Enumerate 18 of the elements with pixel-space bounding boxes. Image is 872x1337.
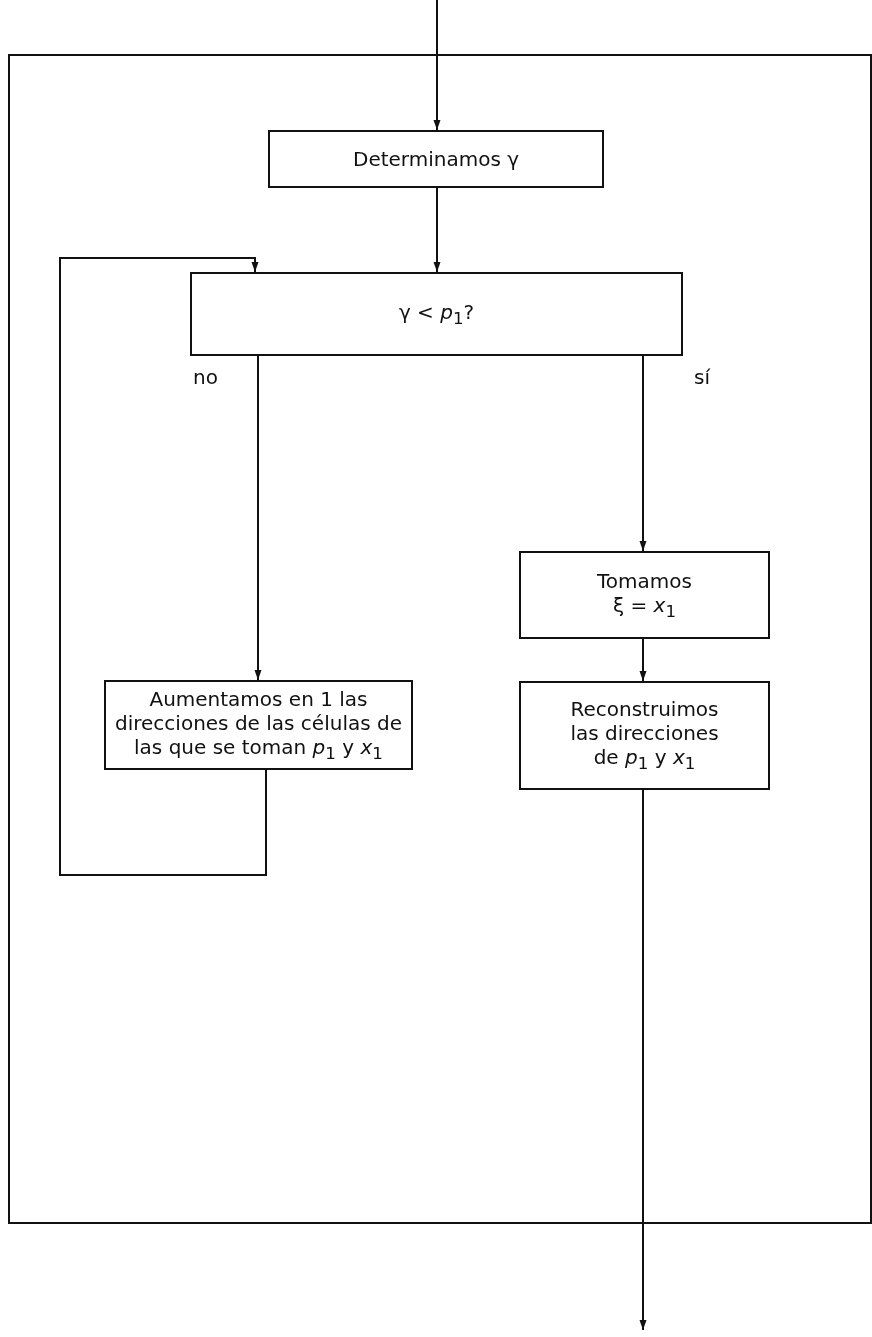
step-text: Tomamos ξ = x$_{1}$ (596, 568, 693, 622)
step-text: Determinamos γ (353, 147, 519, 171)
arrow (433, 187, 441, 273)
arrow (59, 257, 267, 876)
arrow (639, 789, 647, 1331)
step-text: Aumentamos en 1 las direcciones de las células de las que se toman p$_{1}$ y x$_{1}$ (114, 686, 403, 764)
process-box (519, 681, 770, 790)
process-box (190, 272, 683, 356)
process-box (519, 551, 770, 639)
step-text: γ < p$_{1}$? (398, 299, 475, 329)
arrow (433, 0, 441, 131)
frame-box (8, 54, 872, 1224)
step-text: Reconstruimos las direcciones de p$_{1}$ y x$_{1}$ (569, 697, 720, 774)
arrow (254, 355, 262, 681)
arrow (639, 355, 647, 552)
process-box (268, 130, 604, 188)
arrow (639, 638, 647, 682)
process-box (104, 680, 413, 770)
